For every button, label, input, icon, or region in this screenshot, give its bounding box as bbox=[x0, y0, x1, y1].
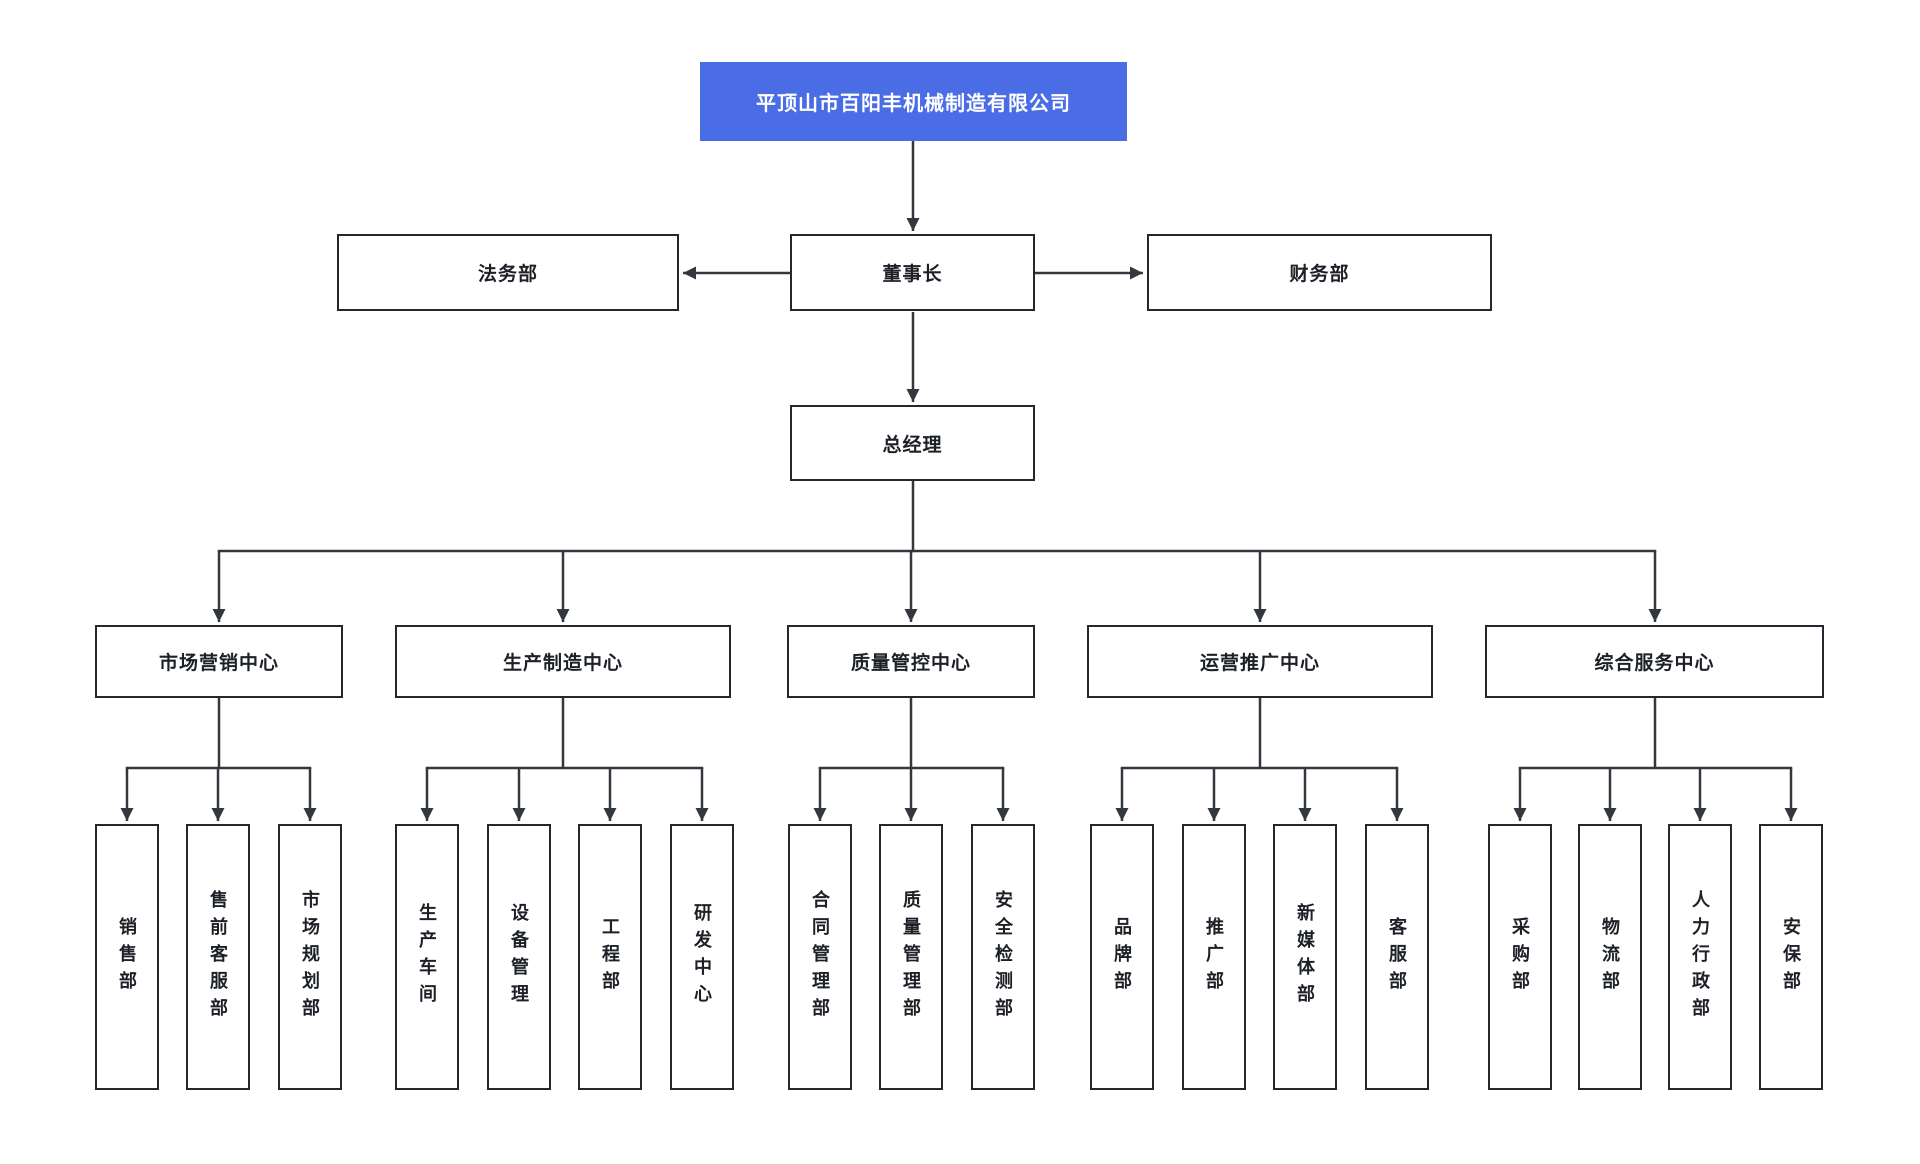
dept-node-security: 安保部 bbox=[1759, 824, 1823, 1090]
dept-label: 质量管理部 bbox=[901, 889, 921, 1025]
operations-center-node: 运营推广中心 bbox=[1087, 625, 1433, 698]
dept-node-presales-service: 售前客服部 bbox=[186, 824, 250, 1090]
dept-label: 客服部 bbox=[1387, 916, 1407, 998]
services-center-node: 综合服务中心 bbox=[1485, 625, 1824, 698]
dept-label: 市场规划部 bbox=[300, 889, 320, 1025]
dept-label: 研发中心 bbox=[692, 903, 712, 1011]
dept-label: 安保部 bbox=[1781, 916, 1801, 998]
dept-node-market-planning: 市场规划部 bbox=[278, 824, 342, 1090]
dept-label: 售前客服部 bbox=[208, 889, 228, 1025]
dept-label: 推广部 bbox=[1204, 916, 1224, 998]
dept-label: 新媒体部 bbox=[1295, 903, 1315, 1011]
general-manager-node: 总经理 bbox=[790, 405, 1035, 481]
dept-label: 安全检测部 bbox=[993, 889, 1013, 1025]
dept-node-equipment-mgmt: 设备管理 bbox=[487, 824, 551, 1090]
chairman-node: 董事长 bbox=[790, 234, 1035, 311]
dept-node-new-media: 新媒体部 bbox=[1273, 824, 1337, 1090]
finance-dept-node: 财务部 bbox=[1147, 234, 1492, 311]
dept-node-production-workshop: 生产车间 bbox=[395, 824, 459, 1090]
marketing-center-node: 市场营销中心 bbox=[95, 625, 343, 698]
dept-label: 设备管理 bbox=[509, 903, 529, 1011]
dept-label: 人力行政部 bbox=[1690, 889, 1710, 1025]
dept-label: 生产车间 bbox=[417, 903, 437, 1011]
quality-center-node: 质量管控中心 bbox=[787, 625, 1035, 698]
dept-node-contract-mgmt: 合同管理部 bbox=[788, 824, 852, 1090]
dept-node-promotion: 推广部 bbox=[1182, 824, 1246, 1090]
dept-node-quality-mgmt: 质量管理部 bbox=[879, 824, 943, 1090]
dept-node-customer-service: 客服部 bbox=[1365, 824, 1429, 1090]
production-center-node: 生产制造中心 bbox=[395, 625, 731, 698]
dept-node-sales: 销售部 bbox=[95, 824, 159, 1090]
dept-node-rd-center: 研发中心 bbox=[670, 824, 734, 1090]
company-root-node: 平顶山市百阳丰机械制造有限公司 bbox=[700, 62, 1127, 141]
dept-label: 采购部 bbox=[1510, 916, 1530, 998]
legal-dept-node: 法务部 bbox=[337, 234, 679, 311]
dept-node-purchasing: 采购部 bbox=[1488, 824, 1552, 1090]
dept-node-logistics: 物流部 bbox=[1578, 824, 1642, 1090]
dept-node-engineering: 工程部 bbox=[578, 824, 642, 1090]
dept-label: 合同管理部 bbox=[810, 889, 830, 1025]
dept-node-hr-admin: 人力行政部 bbox=[1668, 824, 1732, 1090]
dept-label: 品牌部 bbox=[1112, 916, 1132, 998]
dept-label: 物流部 bbox=[1600, 916, 1620, 998]
dept-node-safety-testing: 安全检测部 bbox=[971, 824, 1035, 1090]
dept-label: 工程部 bbox=[600, 916, 620, 998]
dept-label: 销售部 bbox=[117, 916, 137, 998]
dept-node-brand: 品牌部 bbox=[1090, 824, 1154, 1090]
